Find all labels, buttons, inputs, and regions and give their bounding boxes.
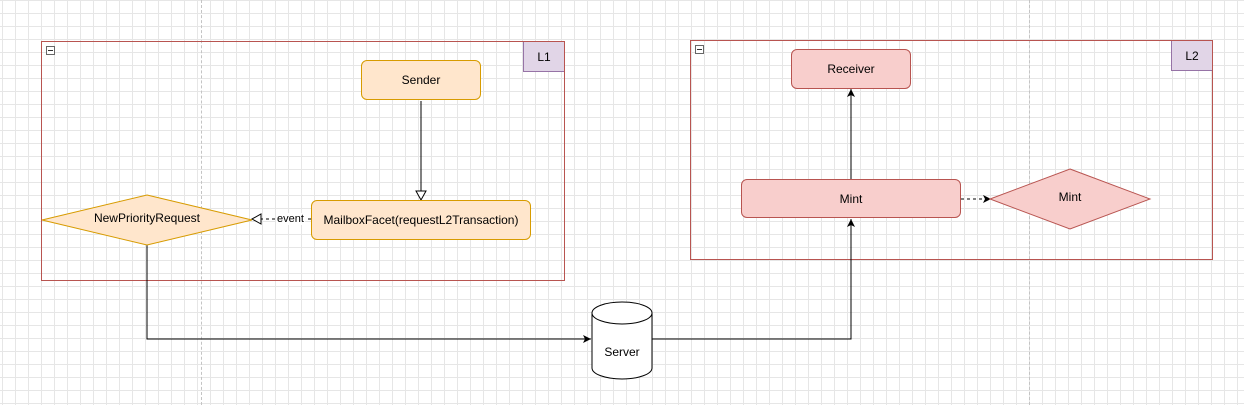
l1-title: L1 — [523, 42, 564, 72]
l2-container[interactable]: L2 — [690, 40, 1213, 260]
server-cylinder-shape — [591, 301, 653, 380]
edge-newpriorityrequest-to-server — [146, 244, 591, 343]
edge-label-event: event — [276, 213, 305, 225]
new-priority-request-label[interactable]: NewPriorityRequest — [93, 211, 201, 225]
page-guide — [201, 0, 202, 405]
collapse-icon[interactable] — [46, 46, 55, 55]
mailbox-facet-node[interactable]: MailboxFacet(requestL2Transaction) — [311, 200, 531, 240]
mint-diamond-shape — [988, 168, 1152, 230]
new-priority-request-diamond — [41, 194, 253, 246]
edge-server-to-mint — [652, 219, 855, 340]
mint-node[interactable]: Mint — [741, 179, 961, 218]
mint-diamond-label[interactable]: Mint — [1058, 190, 1082, 204]
collapse-icon[interactable] — [695, 45, 704, 54]
server-label[interactable]: Server — [604, 345, 640, 359]
l1-container[interactable]: L1 — [41, 41, 565, 281]
l2-title: L2 — [1171, 41, 1212, 71]
receiver-node[interactable]: Receiver — [791, 49, 911, 89]
sender-node[interactable]: Sender — [361, 60, 481, 100]
